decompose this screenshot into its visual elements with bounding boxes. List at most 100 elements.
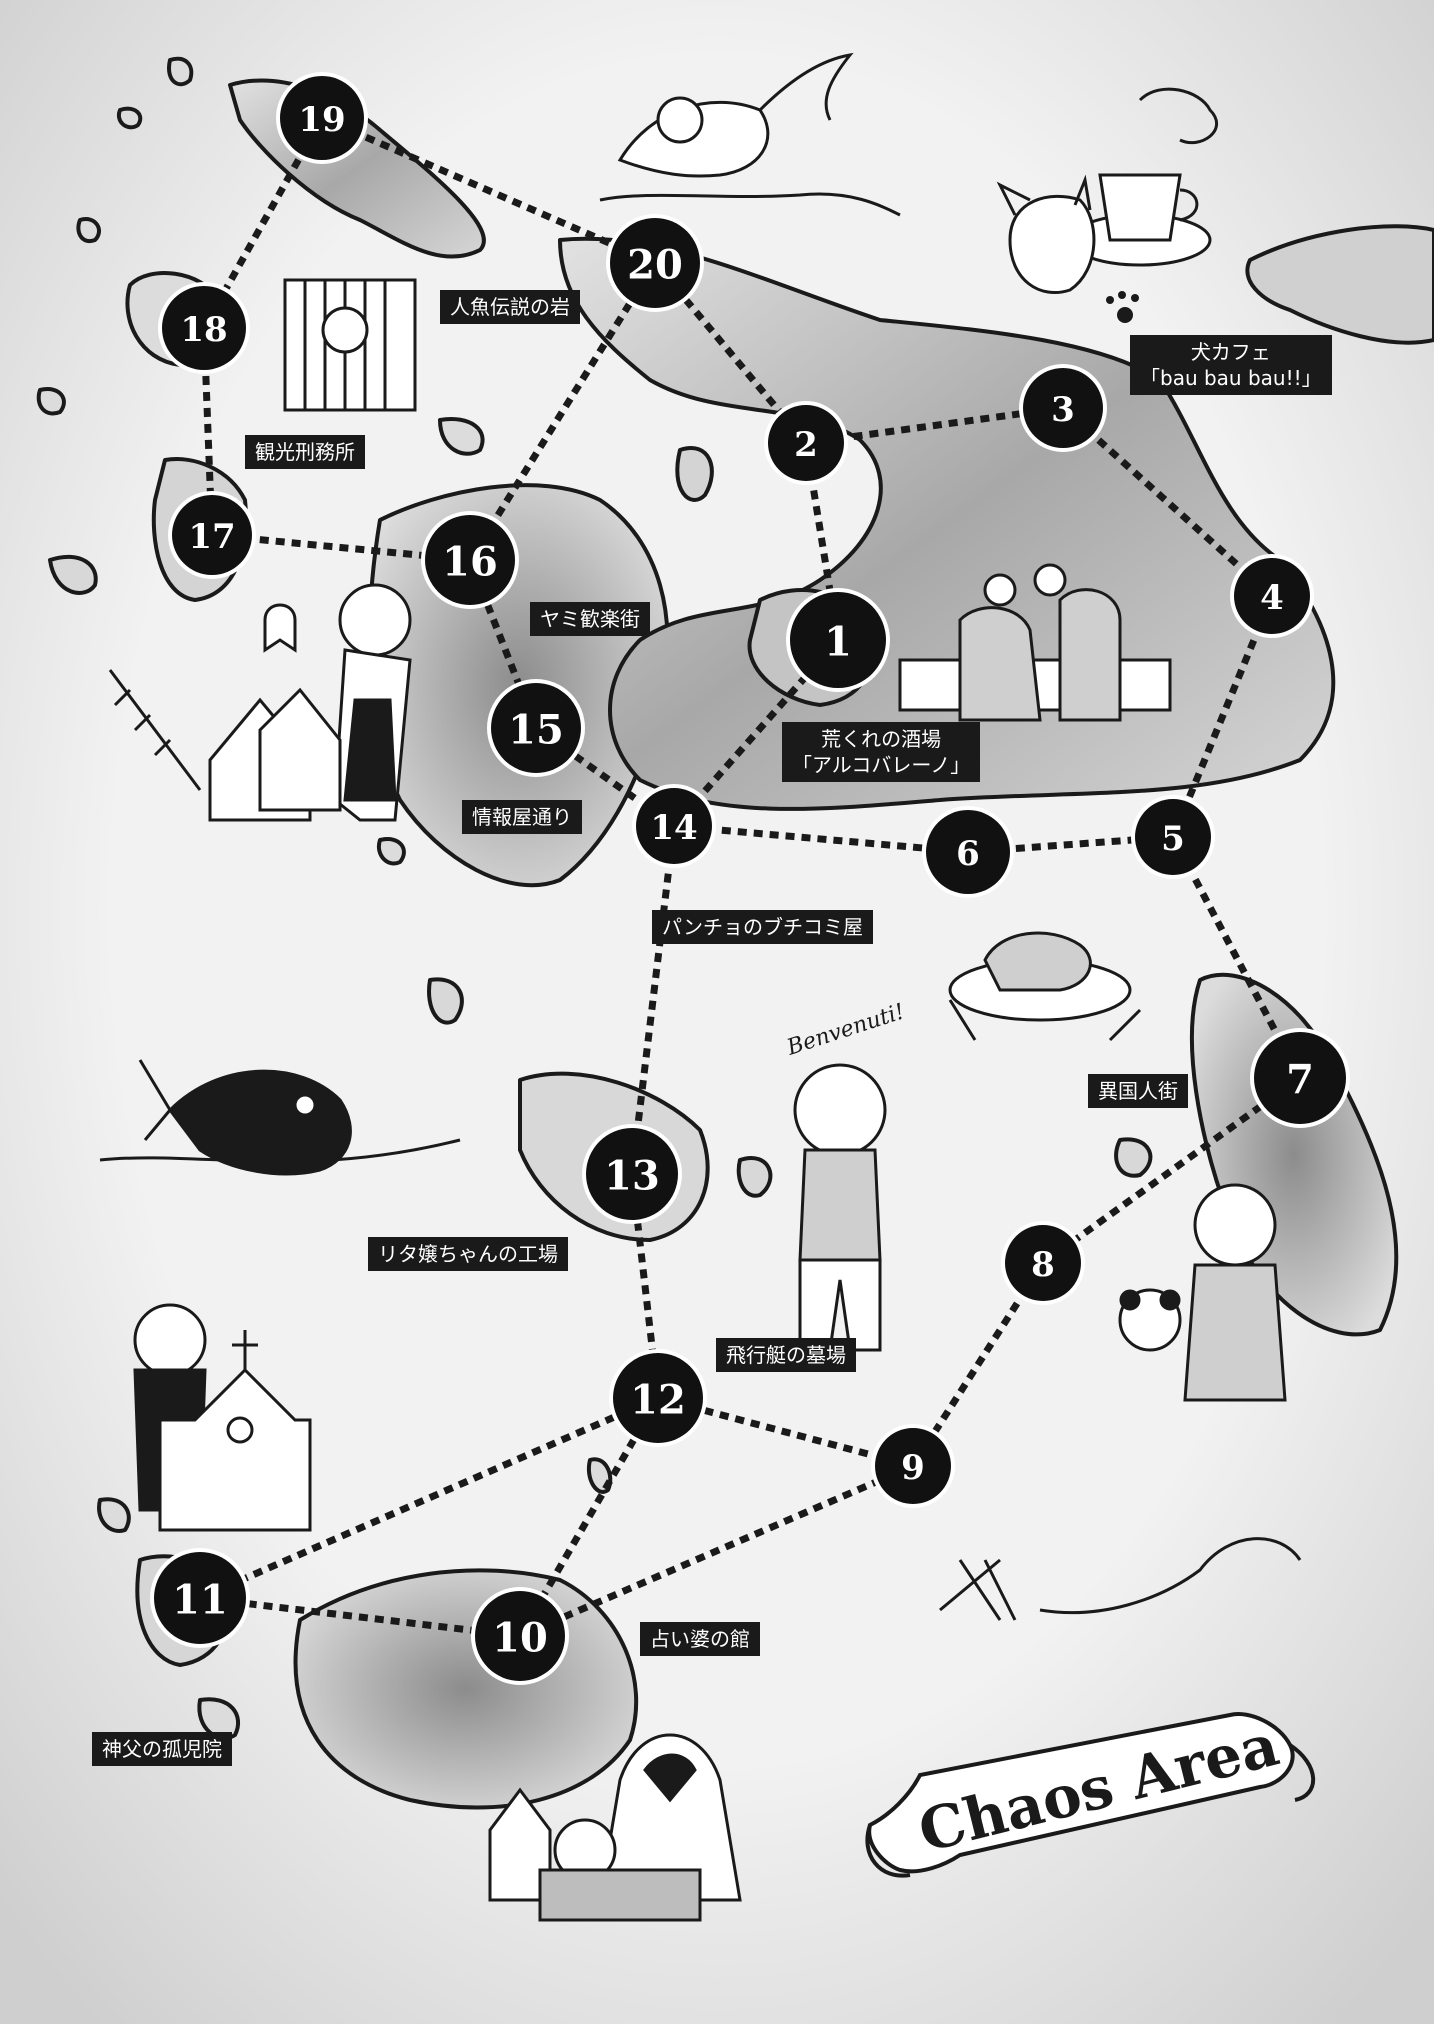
food-plate-icon <box>948 931 1142 1042</box>
node-5-number: 5 <box>1161 819 1185 859</box>
islet-a <box>167 56 194 87</box>
node-19[interactable]: 19 <box>276 72 368 164</box>
node-9-number: 9 <box>901 1448 925 1488</box>
node-7-circle <box>1254 1032 1346 1124</box>
node-8-number: 8 <box>1031 1245 1055 1285</box>
whale-icon <box>99 1059 461 1176</box>
node-8-circle <box>1005 1225 1081 1301</box>
label-orphanage-text: 神父の孤児院 <box>102 1737 222 1761</box>
label-orphanage[interactable]: 神父の孤児院 <box>92 1732 232 1766</box>
label-mermaid-rock[interactable]: 人魚伝説の岩 <box>440 290 580 324</box>
node-7-number: 7 <box>1286 1057 1314 1104</box>
islet-l <box>197 1697 241 1741</box>
islet-e <box>48 554 98 595</box>
islet-i <box>427 977 464 1025</box>
node-2-circle <box>768 405 844 481</box>
route-4-5 <box>1169 594 1276 839</box>
route-14-13 <box>628 825 678 1175</box>
route-10-9 <box>518 1462 915 1640</box>
node-11[interactable]: 11 <box>150 1548 250 1648</box>
node-18-number: 18 <box>180 310 227 350</box>
fortune-teller-icon <box>488 1733 742 1922</box>
node-14-number: 14 <box>650 808 697 848</box>
label-mermaid-rock-text: 人魚伝説の岩 <box>450 295 570 319</box>
islet-k <box>1114 1137 1153 1178</box>
label-graveyard-text: 飛行艇の墓場 <box>726 1343 846 1367</box>
man-braid-icon <box>1183 1183 1287 1402</box>
label-foreign-quarter-text: 異国人街 <box>1098 1079 1178 1103</box>
node-4-circle <box>1234 558 1310 634</box>
label-rita-text: リタ嬢ちゃんの工場 <box>378 1242 558 1266</box>
label-foreign-quarter[interactable]: 異国人街 <box>1088 1074 1188 1108</box>
node-12[interactable]: 12 <box>609 1349 707 1447</box>
node-9-circle <box>875 1428 951 1504</box>
node-19-circle <box>280 76 364 160</box>
label-prison[interactable]: 観光刑務所 <box>245 435 365 469</box>
node-4-number: 4 <box>1260 578 1284 618</box>
node-5[interactable]: 5 <box>1131 795 1215 879</box>
label-yami[interactable]: ヤミ歓楽街 <box>530 602 650 636</box>
node-15[interactable]: 15 <box>487 679 585 777</box>
node-4[interactable]: 4 <box>1230 554 1314 638</box>
label-fortune-text: 占い婆の館 <box>650 1627 750 1651</box>
route-12-9 <box>657 1394 914 1470</box>
node-16[interactable]: 16 <box>421 511 519 609</box>
node-20-number: 20 <box>627 242 683 289</box>
node-15-number: 15 <box>508 707 564 754</box>
islet-b <box>116 106 143 130</box>
house-icon <box>208 687 342 822</box>
node-17[interactable]: 17 <box>168 491 256 579</box>
label-info-street[interactable]: 情報屋通り <box>462 800 582 834</box>
church-icon <box>158 1330 312 1532</box>
node-6-circle <box>926 810 1010 894</box>
node-9[interactable]: 9 <box>871 1424 955 1508</box>
label-dog-cafe-line2: 「bau bau bau!!」 <box>1140 366 1322 390</box>
route-12-11 <box>198 1394 660 1602</box>
illustrations <box>99 52 1302 1922</box>
islet-g <box>675 446 714 502</box>
label-rita[interactable]: リタ嬢ちゃんの工場 <box>368 1237 568 1271</box>
islet-h <box>376 837 406 866</box>
node-18[interactable]: 18 <box>158 282 250 374</box>
node-12-number: 12 <box>630 1377 686 1424</box>
node-5-circle <box>1135 799 1211 875</box>
islet-j <box>736 1156 773 1198</box>
islet-c <box>76 217 101 244</box>
node-10-number: 10 <box>492 1615 548 1662</box>
paw-icon <box>1106 291 1139 323</box>
islet-d <box>36 387 66 416</box>
node-8[interactable]: 8 <box>1001 1221 1085 1305</box>
label-graveyard[interactable]: 飛行艇の墓場 <box>716 1338 856 1372</box>
node-17-circle <box>172 495 252 575</box>
node-16-circle <box>425 515 515 605</box>
node-12-circle <box>613 1353 703 1443</box>
route-11-10 <box>199 1594 521 1640</box>
node-7[interactable]: 7 <box>1250 1028 1350 1128</box>
node-18-circle <box>162 286 246 370</box>
node-14[interactable]: 14 <box>632 784 716 868</box>
node-20[interactable]: 20 <box>606 214 704 312</box>
node-3[interactable]: 3 <box>1019 364 1107 452</box>
node-19-number: 19 <box>298 100 345 140</box>
node-1[interactable]: 1 <box>786 588 890 692</box>
label-fortune[interactable]: 占い婆の館 <box>640 1622 760 1656</box>
node-6[interactable]: 6 <box>922 806 1014 898</box>
node-2[interactable]: 2 <box>764 401 848 485</box>
label-pancho[interactable]: パンチョのブチコミ屋 <box>652 910 873 944</box>
label-bar[interactable]: 荒くれの酒場 「アルコバレーノ」 <box>782 722 981 782</box>
label-dog-cafe[interactable]: 犬カフェ 「bau bau bau!!」 <box>1130 335 1332 395</box>
node-20-circle <box>610 218 700 308</box>
ghost-icon <box>263 603 297 653</box>
label-dog-cafe-line1: 犬カフェ <box>1190 340 1271 364</box>
node-2-number: 2 <box>794 425 818 465</box>
node-10[interactable]: 10 <box>471 1587 569 1685</box>
coffee-cup-icon <box>1068 87 1218 267</box>
girl-mechanic-icon <box>793 1063 887 1352</box>
node-13[interactable]: 13 <box>582 1124 682 1224</box>
node-1-number: 1 <box>824 619 852 666</box>
title-banner <box>865 1712 1316 1878</box>
islet-m <box>97 1497 131 1533</box>
label-prison-text: 観光刑務所 <box>255 440 355 464</box>
route-14-6 <box>673 822 969 856</box>
